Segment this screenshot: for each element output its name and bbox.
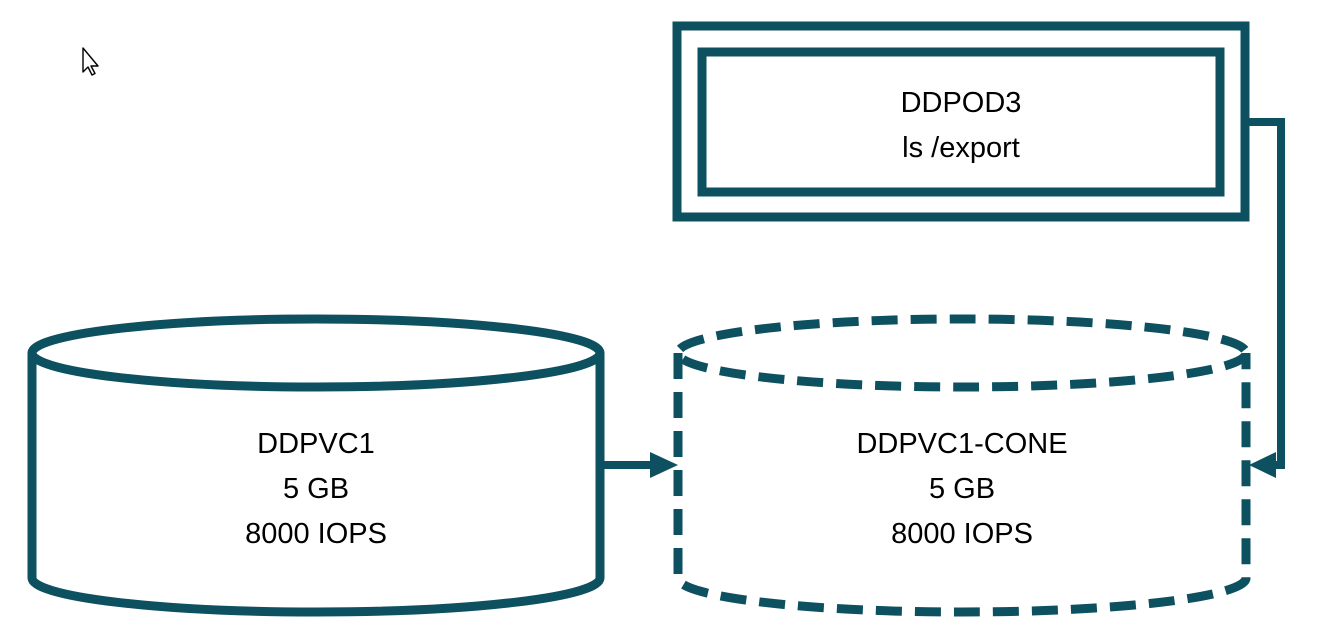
clone-volume-iops: 8000 IOPS bbox=[891, 518, 1033, 550]
arrow-pointer-icon bbox=[82, 47, 99, 76]
source-volume-iops: 8000 IOPS bbox=[245, 518, 387, 550]
pod-inner-frame bbox=[697, 47, 1225, 197]
source-volume-size: 5 GB bbox=[283, 473, 349, 505]
source-volume-body bbox=[27, 353, 605, 617]
pod-node[interactable]: DDPOD3 ls /export bbox=[672, 21, 1250, 222]
clone-volume-size: 5 GB bbox=[929, 473, 995, 505]
pod-outer-frame bbox=[672, 21, 1250, 222]
source-volume-top bbox=[27, 314, 605, 392]
pod-name: DDPOD3 bbox=[901, 87, 1022, 119]
source-volume-name: DDPVC1 bbox=[257, 428, 375, 460]
clone-volume-top bbox=[673, 314, 1251, 392]
source-volume-cylinder[interactable]: DDPVC1 5 GB 8000 IOPS bbox=[27, 314, 605, 617]
clone-volume-body bbox=[673, 353, 1251, 617]
clone-volume-name: DDPVC1-CONE bbox=[856, 428, 1067, 460]
clone-volume-cylinder[interactable]: DDPVC1-CONE 5 GB 8000 IOPS bbox=[673, 314, 1251, 617]
clone-arrow bbox=[603, 452, 678, 478]
mount-arrow bbox=[1249, 118, 1285, 478]
pod-command: ls /export bbox=[902, 132, 1020, 164]
